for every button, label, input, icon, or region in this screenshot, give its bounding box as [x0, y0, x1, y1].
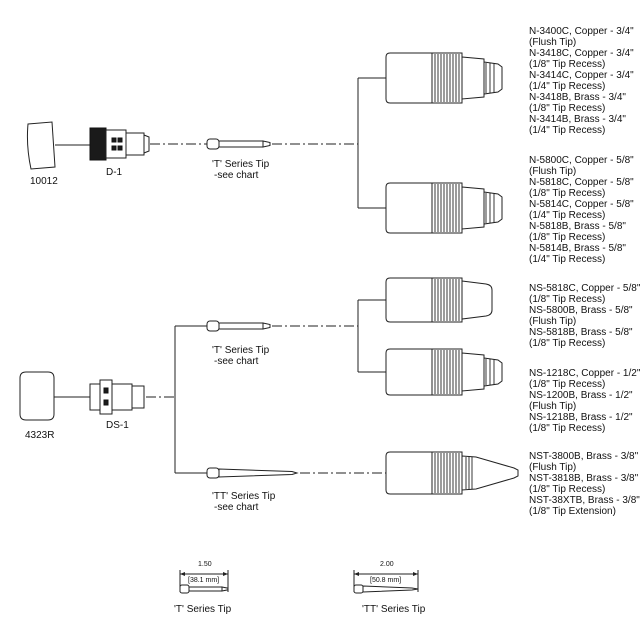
- part-d1: [89, 127, 150, 161]
- nozzle-3-4: [385, 52, 503, 104]
- nozzle-g2-line: (1/8" Tip Recess): [529, 232, 605, 243]
- nozzle-g1-line: (Flush Tip): [529, 37, 576, 48]
- nozzle-g1-line: N-3418C, Copper - 3/4": [529, 48, 634, 59]
- nozzle-g3-line: (1/8" Tip Recess): [529, 294, 605, 305]
- nozzle-g2-line: N-5814C, Copper - 5/8": [529, 199, 634, 210]
- nozzle-g1-line: N-3418B, Brass - 3/4": [529, 92, 626, 103]
- part-ds1: [89, 379, 145, 415]
- nozzle-front: [461, 352, 485, 392]
- nozzle-g2-line: (1/8" Tip Recess): [529, 188, 605, 199]
- nozzle-group-2-text: N-5800C, Copper - 5/8" (Flush Tip) N-581…: [529, 155, 634, 265]
- nozzle-g2-line: (Flush Tip): [529, 166, 576, 177]
- nozzle-tip: [483, 191, 503, 225]
- nozzle-group-3-text: NS-5818C, Copper - 5/8" (1/8" Tip Recess…: [529, 283, 640, 349]
- nozzle-g4-line: NS-1200B, Brass - 1/2": [529, 390, 633, 401]
- nozzle-g1-line: (1/8" Tip Recess): [529, 59, 605, 70]
- nozzle-group-1-text: N-3400C, Copper - 3/4" (Flush Tip) N-341…: [529, 26, 634, 136]
- part-10012: [26, 121, 56, 170]
- nozzle-g4-line: (Flush Tip): [529, 401, 576, 412]
- nozzle-g4-line: NS-1218B, Brass - 1/2": [529, 412, 633, 423]
- t-tip-length-mm: [38.1 mm]: [188, 577, 219, 584]
- t-tip-length-in: 1.50: [198, 561, 212, 568]
- nozzle-g3-line: NS-5800B, Brass - 5/8": [529, 305, 633, 316]
- nozzle-g1-line: (1/4" Tip Recess): [529, 81, 605, 92]
- nozzle-g3-line: (Flush Tip): [529, 316, 576, 327]
- tt-tip-dimension-detail: [353, 570, 419, 594]
- nozzle-5-8: [385, 182, 503, 234]
- tt-tip-lower-label-2: -see chart: [214, 502, 259, 513]
- nozzle-body: [385, 348, 433, 396]
- nozzle-g2-line: N-5818B, Brass - 5/8": [529, 221, 626, 232]
- t-tip-dimension-detail: [179, 570, 229, 594]
- nozzle-front: [461, 56, 485, 100]
- nozzle-tip: [483, 61, 503, 95]
- nozzle-g2-line: (1/4" Tip Recess): [529, 210, 605, 221]
- nozzle-g3-line: NS-5818C, Copper - 5/8": [529, 283, 640, 294]
- part-d1-label: D-1: [106, 167, 123, 178]
- t-tip-caption: 'T' Series Tip: [174, 604, 232, 615]
- nozzle-g1-line: N-3414B, Brass - 3/4": [529, 114, 626, 125]
- nozzle-g1-line: N-3400C, Copper - 3/4": [529, 26, 634, 37]
- nozzle-g5-line: NST-38XTB, Brass - 3/8": [529, 495, 640, 506]
- nozzle-ns-1-2: [385, 348, 503, 396]
- nozzle-front: [461, 186, 485, 230]
- nozzle-g4-line: (1/8" Tip Recess): [529, 379, 605, 390]
- nozzle-g5-line: NST-3800B, Brass - 3/8": [529, 451, 639, 462]
- nozzle-g5-line: (1/8" Tip Extension): [529, 506, 616, 517]
- nozzle-g2-line: N-5800C, Copper - 5/8": [529, 155, 634, 166]
- tt-tip-lower-label-1: 'TT' Series Tip: [212, 491, 276, 502]
- part-4323r: [19, 371, 55, 421]
- nozzle-g4-line: (1/8" Tip Recess): [529, 423, 605, 434]
- t-series-tip-lower: [206, 320, 271, 332]
- nozzle-g3-line: (1/8" Tip Recess): [529, 338, 605, 349]
- tt-tip-length-mm: [50.8 mm]: [370, 577, 401, 584]
- nozzle-g5-line: (Flush Tip): [529, 462, 576, 473]
- nozzle-g4-line: NS-1218C, Copper - 1/2": [529, 368, 640, 379]
- t-tip-upper-label-1: 'T' Series Tip: [212, 159, 270, 170]
- nozzle-g1-line: N-3414C, Copper - 3/4": [529, 70, 634, 81]
- nozzle-g1-line: (1/8" Tip Recess): [529, 103, 605, 114]
- nozzle-g2-line: N-5814B, Brass - 5/8": [529, 243, 626, 254]
- nozzle-body: [385, 451, 433, 495]
- tt-tip-caption: 'TT' Series Tip: [362, 604, 426, 615]
- tt-tip-length-in: 2.00: [380, 561, 394, 568]
- part-4323r-label: 4323R: [25, 430, 54, 441]
- nozzle-body: [385, 277, 433, 323]
- nozzle-ns-5-8: [385, 277, 493, 323]
- part-ds1-label: DS-1: [106, 420, 129, 431]
- tt-series-tip-lower: [206, 467, 299, 479]
- nozzle-g5-line: (1/8" Tip Recess): [529, 484, 605, 495]
- nozzle-group-4-text: NS-1218C, Copper - 1/2" (1/8" Tip Recess…: [529, 368, 640, 434]
- t-series-tip-upper: [206, 138, 271, 150]
- t-tip-lower-label-2: -see chart: [214, 356, 259, 367]
- nozzle-nst-3-8: [385, 451, 519, 495]
- nozzle-g1-line: (1/4" Tip Recess): [529, 125, 605, 136]
- nozzle-body: [385, 52, 433, 104]
- t-tip-lower-label-1: 'T' Series Tip: [212, 345, 270, 356]
- nozzle-g2-line: N-5818C, Copper - 5/8": [529, 177, 634, 188]
- nozzle-g3-line: NS-5818B, Brass - 5/8": [529, 327, 633, 338]
- nozzle-front: [461, 280, 493, 320]
- nozzle-body: [385, 182, 433, 234]
- nozzle-g2-line: (1/4" Tip Recess): [529, 254, 605, 265]
- nozzle-group-5-text: NST-3800B, Brass - 3/8" (Flush Tip) NST-…: [529, 451, 640, 517]
- part-10012-label: 10012: [30, 176, 58, 187]
- nozzle-front: [461, 455, 519, 491]
- nozzle-tip: [483, 357, 503, 387]
- nozzle-g5-line: NST-3818B, Brass - 3/8": [529, 473, 639, 484]
- t-tip-upper-label-2: -see chart: [214, 170, 259, 181]
